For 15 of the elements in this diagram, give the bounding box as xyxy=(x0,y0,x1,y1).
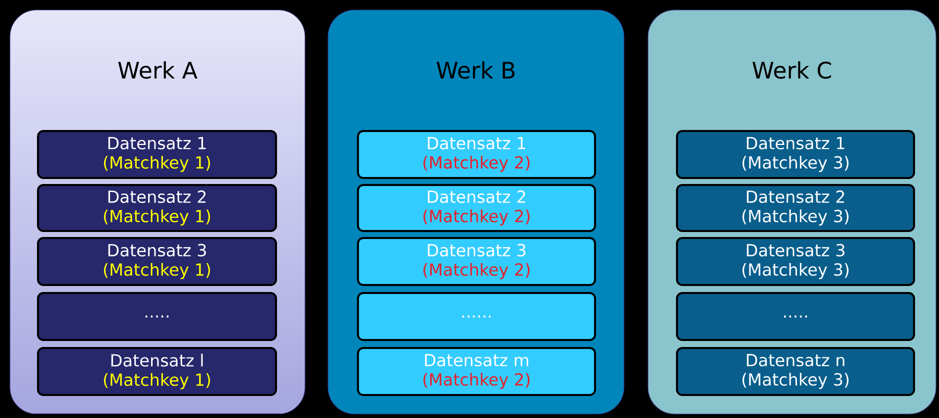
record-box: ...... xyxy=(356,292,596,341)
record-box: Datensatz 2 (Matchkey 1) xyxy=(37,184,277,232)
record-box: Datensatz 1 (Matchkey 3) xyxy=(676,130,916,179)
record-box: Datensatz l (Matchkey 1) xyxy=(37,347,277,396)
record-box: Datensatz 3 (Matchkey 1) xyxy=(37,237,277,286)
record-box: Datensatz 3 (Matchkey 3) xyxy=(676,237,916,286)
record-box: Datensatz 2 (Matchkey 2) xyxy=(356,184,596,232)
record-box: Datensatz 1 (Matchkey 2) xyxy=(356,130,596,179)
record-box: Datensatz n (Matchkey 3) xyxy=(676,347,916,396)
record-box: Datensatz 1 (Matchkey 1) xyxy=(37,130,277,179)
record-box: Datensatz 3 (Matchkey 2) xyxy=(356,237,596,286)
record-box: Datensatz m (Matchkey 2) xyxy=(356,347,596,396)
record-box: ..... xyxy=(676,292,916,341)
record-box: ..... xyxy=(37,292,277,341)
record-box: Datensatz 2 (Matchkey 3) xyxy=(676,184,916,232)
